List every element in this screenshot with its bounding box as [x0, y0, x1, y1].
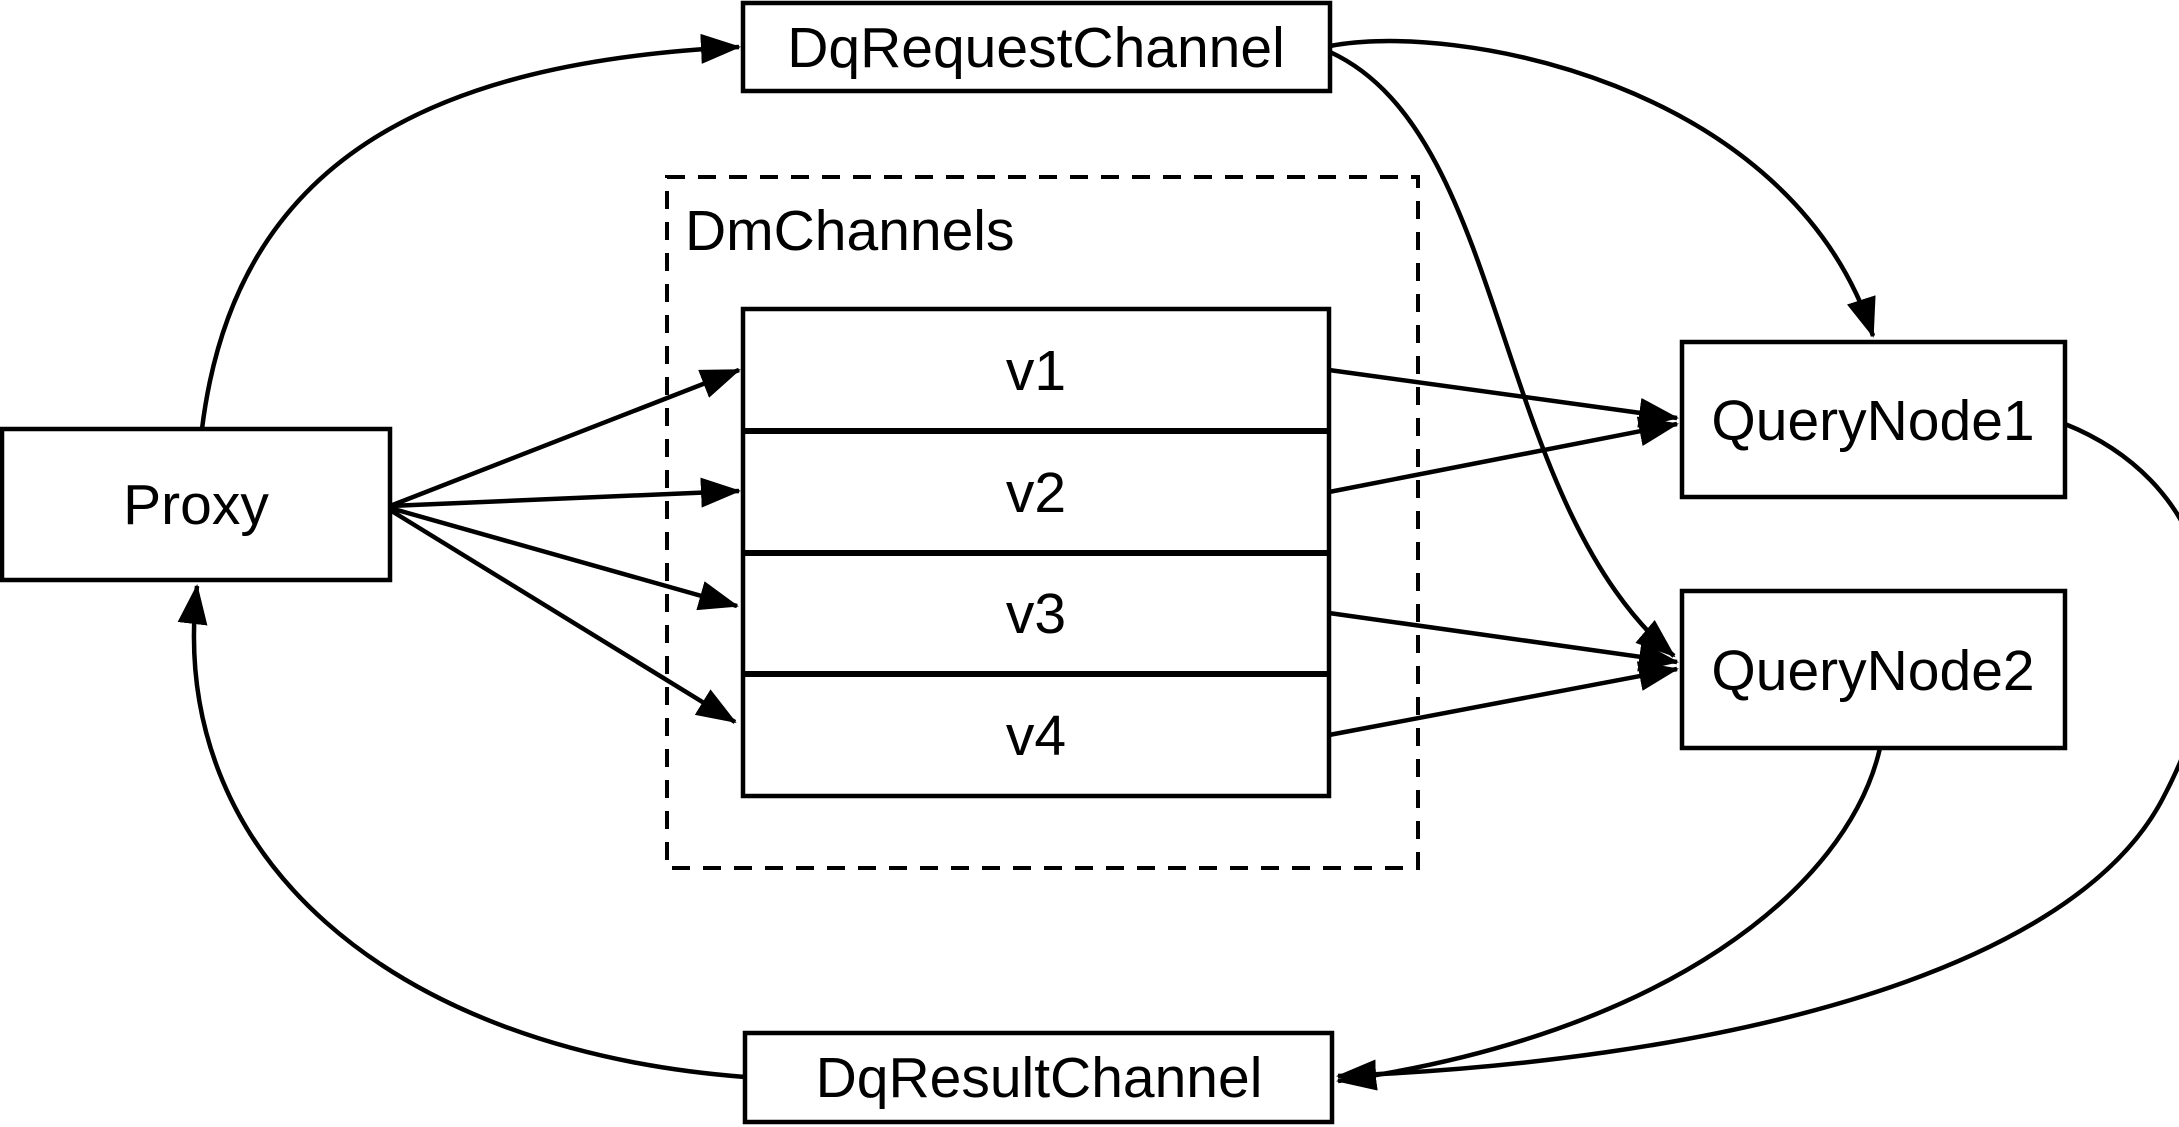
proxy-rect [0, 426, 393, 583]
edge-dqresultchannel-to-proxy [177, 584, 746, 1080]
query-node2-label: QueryNode2 [1711, 639, 2034, 703]
channel-v2-label: v2 [1006, 461, 1066, 525]
edge-proxy-to-v2 [389, 477, 741, 509]
dq-request-channel-rect [740, 0, 1333, 94]
edges [177, 33, 2179, 1091]
dq-result-channel-rect [742, 1030, 1335, 1125]
edge-proxy-to-v4 [388, 508, 737, 724]
node-channel-stack: v1 v2 v3 v4 [740, 306, 1332, 799]
dq-request-channel-label: DqRequestChannel [787, 16, 1285, 80]
node-dq-result-channel: DqResultChannel [742, 1030, 1335, 1125]
edge-dqrequestchannel-to-querynode2 [1329, 49, 1676, 658]
dm-channels-label: DmChannels [685, 199, 1014, 263]
query-node1-rect [1679, 339, 2068, 500]
edge-v2-to-querynode1 [1328, 416, 1679, 495]
edge-dqrequestchannel-to-querynode1 [1329, 38, 1876, 338]
channel-v4-label: v4 [1006, 704, 1066, 768]
node-proxy: Proxy [0, 426, 393, 583]
query-node2-rect [1679, 588, 2068, 751]
channel-v1-label: v1 [1006, 339, 1066, 403]
edge-proxy-to-v3 [389, 505, 739, 611]
edge-proxy-to-dqrequestchannel [199, 33, 741, 430]
channel-v3-label: v3 [1006, 582, 1066, 646]
group-dm-channels: DmChannels [665, 175, 1420, 870]
edge-proxy-to-v1 [389, 367, 741, 509]
edge-v1-to-querynode1 [1328, 367, 1679, 428]
node-query-node1: QueryNode1 [1679, 339, 2068, 500]
edge-querynode2-to-dqresultchannel [1336, 747, 1883, 1091]
query-node1-label: QueryNode1 [1711, 389, 2034, 453]
edge-v4-to-querynode2 [1328, 661, 1679, 738]
edge-querynode1-to-dqresultchannel [1336, 421, 2179, 1090]
dq-result-channel-label: DqResultChannel [816, 1046, 1263, 1110]
dm-channels-dashed-border [665, 175, 1420, 870]
node-query-node2: QueryNode2 [1679, 588, 2068, 751]
proxy-label: Proxy [123, 473, 269, 537]
edge-v3-to-querynode2 [1328, 610, 1679, 672]
node-dq-request-channel: DqRequestChannel [740, 0, 1333, 94]
